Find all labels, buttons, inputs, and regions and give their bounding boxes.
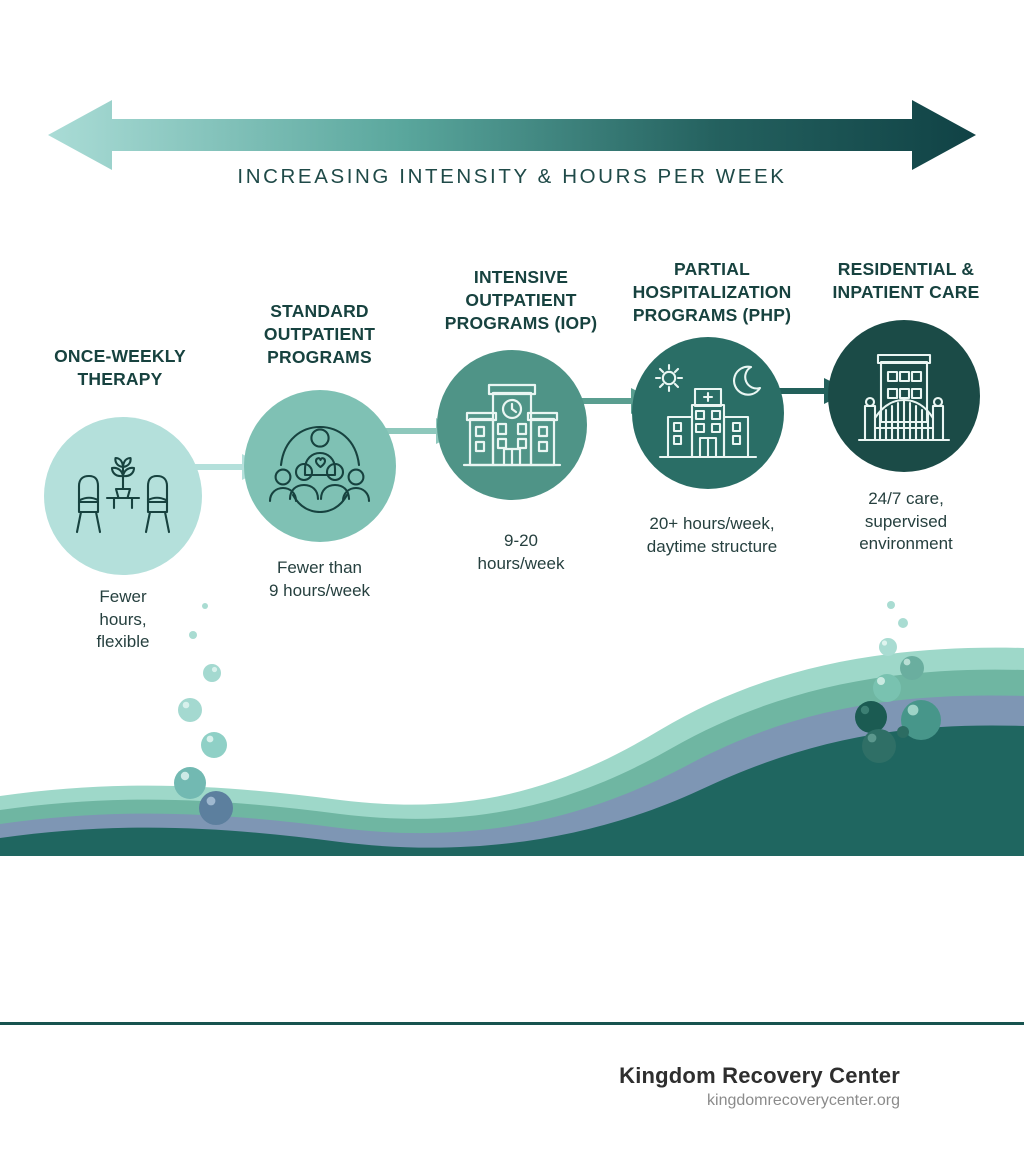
hospital-with-sun-and-moon-icon bbox=[654, 363, 762, 459]
stage-title: PARTIAL HOSPITALIZATION PROGRAMS (PHP) bbox=[632, 259, 792, 325]
arrow-caption: INCREASING INTENSITY & HOURS PER WEEK bbox=[237, 165, 787, 188]
stage-icon-circle[interactable] bbox=[44, 417, 202, 575]
group-therapy-people-icon bbox=[268, 425, 371, 513]
intensity-arrow bbox=[0, 95, 1024, 175]
stage-title: STANDARD OUTPATIENT PROGRAMS bbox=[263, 301, 376, 367]
bubble-cluster-left bbox=[174, 603, 233, 825]
residential-building-with-gate-icon bbox=[857, 353, 951, 442]
stage-icon-circle[interactable] bbox=[437, 350, 587, 500]
clinic-building-with-clock-icon bbox=[462, 383, 562, 467]
stage-caption: Fewer than 9 hours/week bbox=[268, 558, 371, 600]
brand-url: kingdomrecoverycenter.org bbox=[707, 1092, 900, 1109]
stage-icon-circle[interactable] bbox=[828, 320, 980, 472]
decorative-waves bbox=[0, 600, 1024, 856]
stage-caption: Fewer hours, flexible bbox=[96, 587, 150, 652]
stage-title: INTENSIVE OUTPATIENT PROGRAMS (IOP) bbox=[444, 267, 598, 333]
stage-title: RESIDENTIAL & INPATIENT CARE bbox=[832, 259, 980, 302]
bubble-cluster-right bbox=[855, 601, 941, 763]
stage-caption: 9-20 hours/week bbox=[477, 531, 565, 573]
stage-icon-circle[interactable] bbox=[632, 337, 784, 489]
stage-caption: 24/7 care, supervised environment bbox=[859, 489, 953, 554]
footer-divider bbox=[0, 1022, 1024, 1025]
stage-title: ONCE-WEEKLY THERAPY bbox=[54, 346, 186, 389]
two-armchairs-with-plant-icon bbox=[75, 456, 171, 534]
brand-name: Kingdom Recovery Center bbox=[619, 1063, 900, 1088]
stage-icon-circle[interactable] bbox=[244, 390, 396, 542]
stage-caption: 20+ hours/week, daytime structure bbox=[646, 514, 778, 556]
